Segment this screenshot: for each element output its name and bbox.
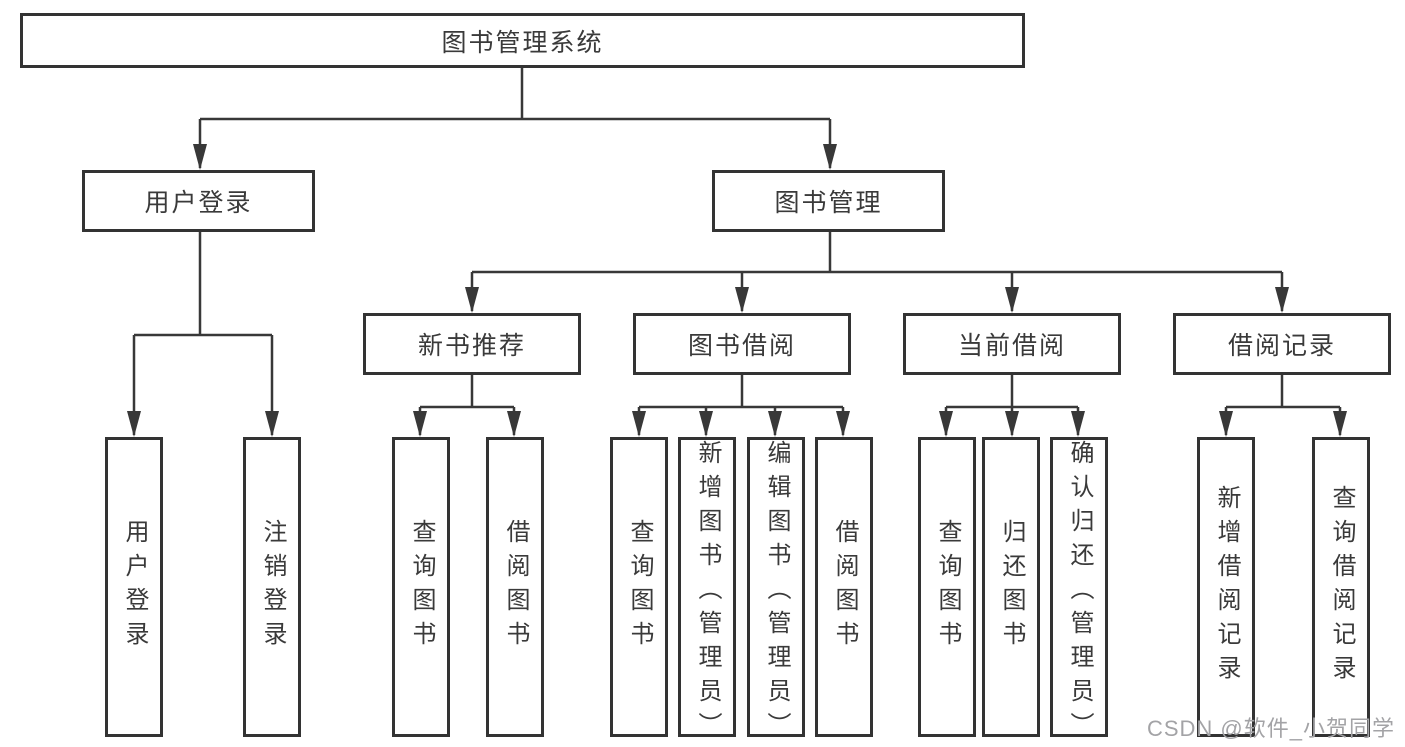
leaf-borrow-books-recommend: 借阅图书	[486, 437, 544, 737]
leaf-borrow-books-recommend-label: 借阅图书	[502, 519, 529, 655]
leaf-user-login: 用户登录	[105, 437, 163, 737]
leaf-query-borrow-record: 查询借阅记录	[1312, 437, 1370, 737]
node-new-book-recommend: 新书推荐	[363, 313, 581, 375]
leaf-borrow-books-label: 借阅图书	[831, 519, 858, 655]
node-user-login: 用户登录	[82, 170, 315, 232]
leaf-query-books-current-label: 查询图书	[934, 519, 961, 655]
leaf-query-books-recommend: 查询图书	[392, 437, 450, 737]
leaf-logout: 注销登录	[243, 437, 301, 737]
leaf-edit-book-admin-label: 编辑图书（管理员）	[763, 440, 790, 746]
leaf-query-borrow-record-label: 查询借阅记录	[1328, 485, 1355, 689]
node-root: 图书管理系统	[20, 13, 1025, 68]
leaf-add-book-admin-label: 新增图书（管理员）	[694, 440, 721, 746]
leaf-query-books-borrow-label: 查询图书	[626, 519, 653, 655]
leaf-query-books-borrow: 查询图书	[610, 437, 668, 737]
node-new-book-recommend-label: 新书推荐	[417, 332, 526, 360]
node-book-borrowing-label: 图书借阅	[687, 332, 796, 360]
node-borrowing-records: 借阅记录	[1173, 313, 1391, 375]
leaf-add-book-admin: 新增图书（管理员）	[678, 437, 736, 746]
leaf-add-borrow-record-label: 新增借阅记录	[1213, 485, 1240, 689]
leaf-query-books-recommend-label: 查询图书	[408, 519, 435, 655]
node-book-borrowing: 图书借阅	[633, 313, 851, 375]
csdn-watermark: CSDN @软件_小贺同学	[1146, 716, 1395, 741]
node-book-management: 图书管理	[712, 170, 945, 232]
node-current-borrowing-label: 当前借阅	[957, 332, 1066, 360]
node-user-login-label: 用户登录	[144, 189, 253, 217]
leaf-user-login-label: 用户登录	[121, 519, 148, 655]
leaf-query-books-current: 查询图书	[918, 437, 976, 737]
leaf-confirm-return-admin-label: 确认归还（管理员）	[1066, 440, 1093, 746]
node-current-borrowing: 当前借阅	[903, 313, 1121, 375]
leaf-return-book: 归还图书	[982, 437, 1040, 737]
leaf-add-borrow-record: 新增借阅记录	[1197, 437, 1255, 737]
node-book-management-label: 图书管理	[774, 189, 883, 217]
leaf-return-book-label: 归还图书	[998, 519, 1025, 655]
leaf-edit-book-admin: 编辑图书（管理员）	[747, 437, 805, 746]
node-borrowing-records-label: 借阅记录	[1227, 332, 1336, 360]
leaf-borrow-books: 借阅图书	[815, 437, 873, 737]
leaf-confirm-return-admin: 确认归还（管理员）	[1050, 437, 1108, 746]
node-root-label: 图书管理系统	[441, 28, 604, 57]
leaf-logout-label: 注销登录	[259, 519, 286, 655]
